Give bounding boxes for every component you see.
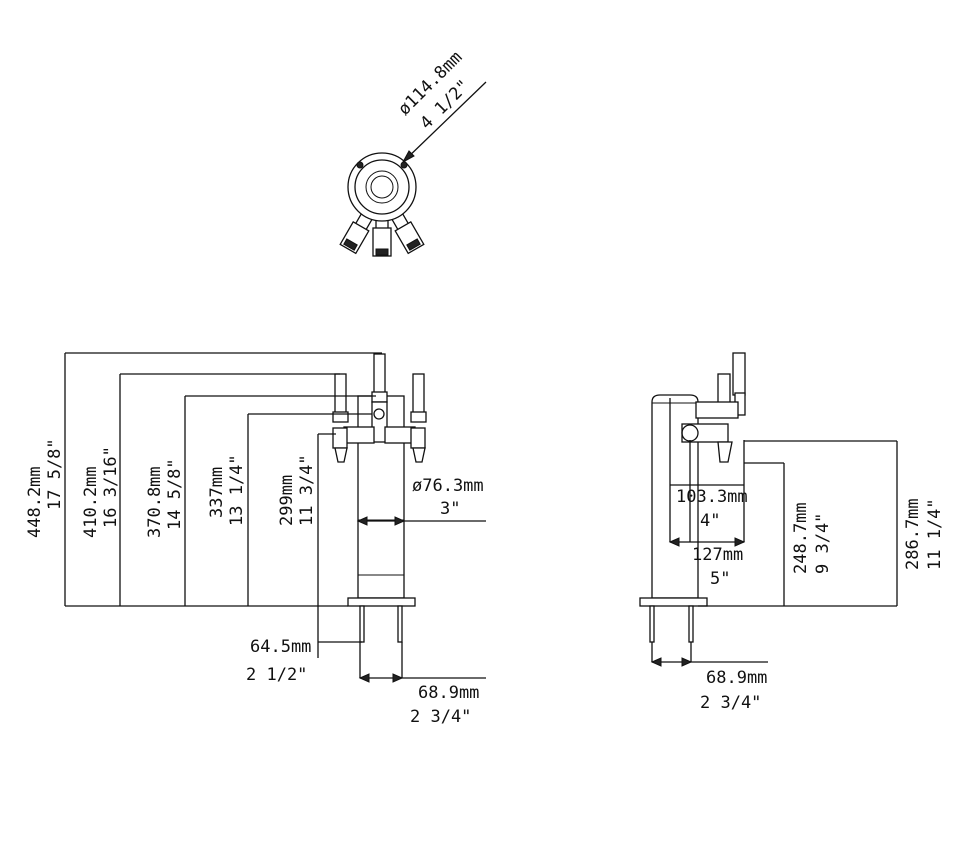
top-view: ø114.8mm 4 1/2" <box>339 47 487 257</box>
front-height-total-mm: 448.2mm <box>25 466 45 538</box>
front-height-center-tap-mm: 410.2mm <box>81 466 101 538</box>
front-height-side-tap-mm: 370.8mm <box>145 466 165 538</box>
front-view: 448.2mm 17 5/8" 410.2mm 16 3/16" 370.8mm… <box>25 352 486 727</box>
front-column-diameter-in: 3" <box>440 499 460 519</box>
side-view-base-flange <box>639 597 708 607</box>
front-shank-spacing-in: 2 3/4" <box>410 707 471 727</box>
front-shank-length-mm: 64.5mm <box>250 637 311 657</box>
front-shank-spacing-mm: 68.9mm <box>418 683 479 703</box>
front-shank-length-in: 2 1/2" <box>246 665 307 685</box>
side-height-faucet-mm: 286.7mm <box>903 498 923 570</box>
front-view-center-faucet <box>371 353 388 443</box>
front-height-top-mm: 337mm <box>207 467 227 518</box>
front-view-left-faucet <box>332 373 375 463</box>
side-shank-spacing-mm: 68.9mm <box>706 668 767 688</box>
front-view-height-labels: 448.2mm 17 5/8" 410.2mm 16 3/16" 370.8mm… <box>25 438 317 538</box>
front-height-total-in: 17 5/8" <box>45 438 65 510</box>
side-view-faucets <box>681 352 746 463</box>
front-height-center-tap-in: 16 3/16" <box>101 446 121 528</box>
side-depth-spout-in: 4" <box>700 511 720 531</box>
front-view-shank-spacing: 68.9mm 2 3/4" <box>358 642 486 727</box>
side-view-column <box>651 394 699 599</box>
top-view-column-outline <box>354 159 410 215</box>
side-view-height-dimensions: 248.7mm 9 3/4" 286.7mm 11 1/4" <box>698 440 945 607</box>
side-height-spout-in: 9 3/4" <box>813 513 833 574</box>
front-column-diameter-mm: ø76.3mm <box>412 476 484 496</box>
top-view-base-outline <box>347 152 417 222</box>
side-depth-total-in: 5" <box>710 569 730 589</box>
front-view-shank-right <box>397 605 403 643</box>
front-height-top-in: 13 1/4" <box>227 454 247 526</box>
front-view-base-flange <box>347 597 416 607</box>
front-height-spout-mm: 299mm <box>277 475 297 526</box>
side-view-depth-dimensions: 103.3mm 4" 127mm 5" <box>668 398 748 589</box>
side-shank-spacing-in: 2 3/4" <box>700 693 761 713</box>
side-depth-spout-mm: 103.3mm <box>676 487 748 507</box>
front-view-height-dimensions <box>64 352 382 658</box>
side-height-spout-mm: 248.7mm <box>791 502 811 574</box>
front-height-spout-in: 11 3/4" <box>297 454 317 526</box>
side-depth-total-mm: 127mm <box>692 545 743 565</box>
top-view-screw-right <box>400 161 408 169</box>
front-view-right-faucet <box>384 373 427 463</box>
front-height-side-tap-in: 14 5/8" <box>165 458 185 530</box>
side-view-shank-spacing: 68.9mm 2 3/4" <box>650 642 768 713</box>
front-view-column-diameter: ø76.3mm 3" <box>356 476 486 526</box>
front-view-shank-left <box>359 605 365 643</box>
diameter-leader-line <box>402 81 487 163</box>
side-view: 103.3mm 4" 127mm 5" 248.7mm 9 3/4" 286.7… <box>639 352 945 713</box>
top-view-screw-left <box>356 161 364 169</box>
side-height-faucet-in: 11 1/4" <box>925 498 945 570</box>
